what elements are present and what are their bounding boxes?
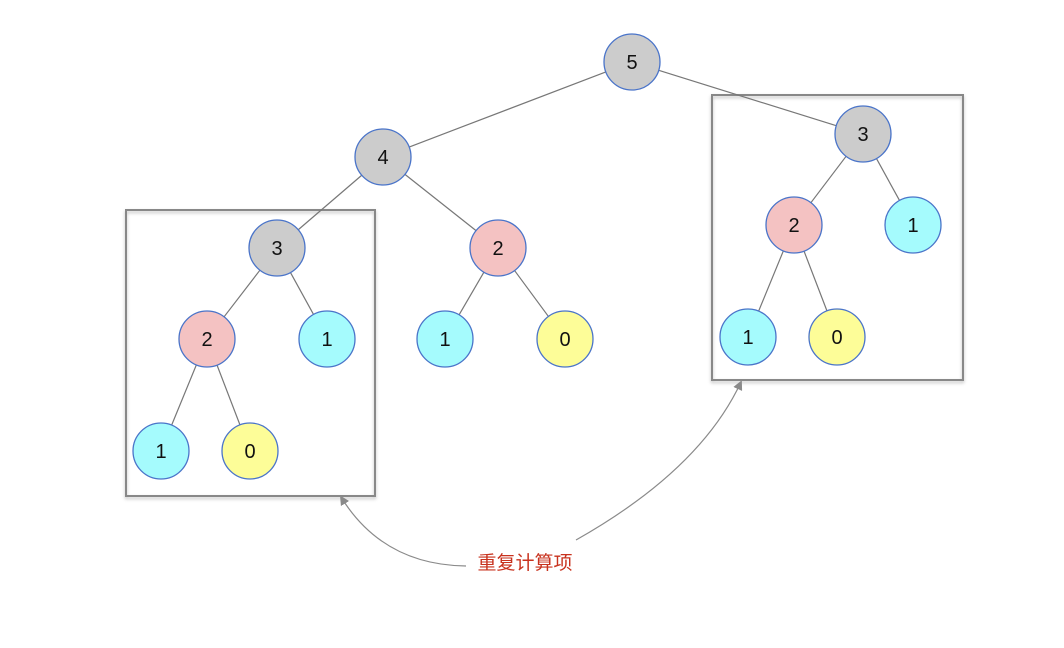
tree-node: 1 <box>132 422 190 480</box>
tree-node: 1 <box>298 310 356 368</box>
tree-node: 3 <box>248 219 306 277</box>
tree-edge <box>408 71 607 148</box>
tree-node: 3 <box>834 105 892 163</box>
node-label: 4 <box>377 147 388 169</box>
repeated-computation-caption: 重复计算项 <box>477 552 572 574</box>
tree-node: 0 <box>808 308 866 366</box>
node-circle <box>884 196 942 254</box>
node-label: 0 <box>559 329 570 351</box>
tree-node: 1 <box>884 196 942 254</box>
node-circle <box>536 310 594 368</box>
node-circle <box>416 310 474 368</box>
repeated-subtree-box-left <box>125 209 376 497</box>
tree-node: 5 <box>603 33 661 91</box>
tree-edge <box>171 364 197 426</box>
arrow-to-right-box <box>575 380 743 541</box>
tree-node: 2 <box>765 196 823 254</box>
node-label: 1 <box>439 329 450 351</box>
node-circle <box>719 308 777 366</box>
tree-node: 4 <box>354 128 412 186</box>
node-label: 1 <box>742 327 753 349</box>
tree-edge <box>514 270 549 317</box>
node-label: 0 <box>244 441 255 463</box>
node-circle <box>603 33 661 91</box>
tree-node: 1 <box>719 308 777 366</box>
tree-edge <box>404 173 477 232</box>
tree-node: 2 <box>469 219 527 277</box>
tree-edge <box>289 272 315 315</box>
node-circle <box>298 310 356 368</box>
tree-edge <box>297 174 363 231</box>
tree-node: 1 <box>416 310 474 368</box>
tree-edge <box>216 364 241 426</box>
node-label: 1 <box>321 329 332 351</box>
tree-nodes: 5 4 3 3 2 2 1 1 0 1 0 2 1 1 0 <box>132 33 942 480</box>
node-circle <box>178 310 236 368</box>
node-label: 3 <box>857 124 868 146</box>
tree-edge <box>458 271 485 316</box>
tree-edges <box>171 69 901 426</box>
node-circle <box>834 105 892 163</box>
tree-edge <box>758 250 784 312</box>
tree-edge <box>875 158 901 201</box>
node-circle <box>354 128 412 186</box>
node-label: 5 <box>626 52 637 74</box>
node-label: 1 <box>155 441 166 463</box>
tree-edge <box>223 269 261 318</box>
node-circle <box>765 196 823 254</box>
node-label: 0 <box>831 327 842 349</box>
node-circle <box>808 308 866 366</box>
node-circle <box>132 422 190 480</box>
tree-node: 2 <box>178 310 236 368</box>
node-label: 3 <box>271 238 282 260</box>
node-circle <box>248 219 306 277</box>
tree-edge <box>810 155 847 204</box>
node-label: 2 <box>201 329 212 351</box>
node-circle <box>469 219 527 277</box>
tree-edge <box>803 250 828 312</box>
node-label: 2 <box>788 215 799 237</box>
tree-node: 0 <box>221 422 279 480</box>
node-label: 2 <box>492 238 503 260</box>
repeated-subtree-box-right <box>711 94 964 381</box>
tree-node: 0 <box>536 310 594 368</box>
node-circle <box>221 422 279 480</box>
node-label: 1 <box>907 215 918 237</box>
tree-edge <box>658 69 837 127</box>
arrow-to-left-box <box>339 495 467 567</box>
